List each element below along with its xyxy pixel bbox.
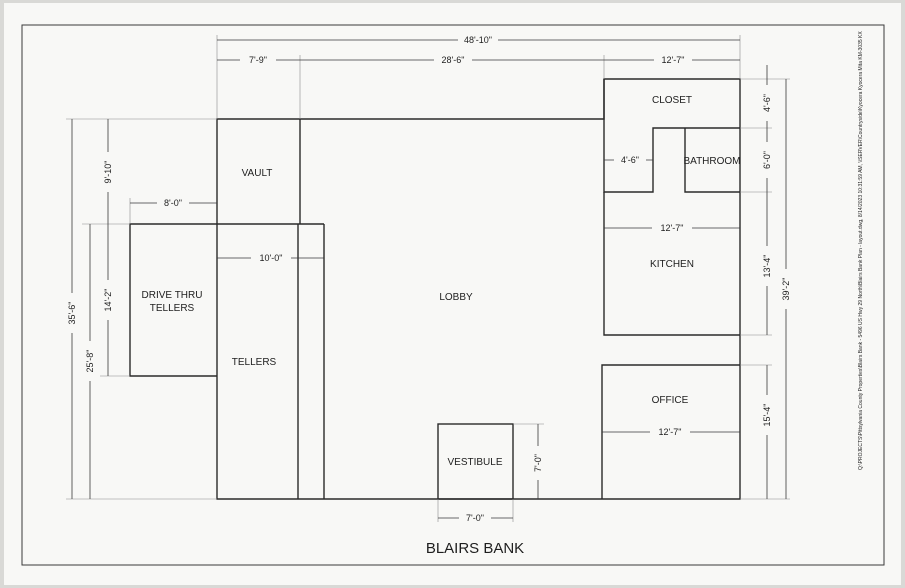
room-lobby: LOBBY xyxy=(439,292,473,303)
kitchen-walls xyxy=(603,192,740,336)
room-office: OFFICE xyxy=(652,395,689,406)
dim-office-width: 12'-7" xyxy=(659,427,682,437)
room-vault: VAULT xyxy=(242,168,273,179)
dim-overall-width: 48'-10" xyxy=(464,35,492,45)
dim-right-width: 12'-7" xyxy=(662,55,685,65)
dim-kitchen-depth: 13'-4" xyxy=(762,255,772,278)
dim-tellers-height: 25'-8" xyxy=(85,350,95,373)
room-vestibule: VESTIBULE xyxy=(447,457,502,468)
room-drive-thru-line1: DRIVE THRU xyxy=(142,290,203,301)
closet-walls xyxy=(603,79,740,193)
dim-kitchen-width: 12'-7" xyxy=(661,223,684,233)
vestibule-walls xyxy=(437,423,514,500)
dim-left-overall-height: 35'-6" xyxy=(67,302,77,325)
dim-right-overall-height: 39'-2" xyxy=(781,278,791,301)
drawing-border xyxy=(21,24,885,566)
room-kitchen: KITCHEN xyxy=(650,259,694,270)
dim-closet-depth: 4'-6" xyxy=(762,94,772,112)
dimension-labels: 48'-10" 7'-9" 28'-6" 12'-7" 8'-0" 10'-0"… xyxy=(64,33,794,523)
file-path-note: Q:\PROJECTS\Pittsylvania County Properti… xyxy=(858,31,864,470)
plan-title: BLAIRS BANK xyxy=(426,540,524,557)
room-bathroom: BATHROOM xyxy=(683,156,740,167)
room-labels: VAULT DRIVE THRU TELLERS TELLERS LOBBY V… xyxy=(142,95,741,468)
dim-bathroom-depth: 6'-0" xyxy=(762,151,772,169)
office-walls xyxy=(601,364,740,499)
bathroom-walls xyxy=(684,128,740,193)
dim-vestibule-width: 7'-0" xyxy=(466,513,484,523)
dim-drive-thru-width: 8'-0" xyxy=(164,198,182,208)
room-drive-thru-line2: TELLERS xyxy=(150,303,195,314)
paper xyxy=(4,3,901,585)
dim-drive-thru-height: 14'-2" xyxy=(103,289,113,312)
dim-closet-width: 4'-6" xyxy=(621,155,639,165)
dim-vestibule-depth: 7'-0" xyxy=(533,454,543,472)
dim-lobby-width: 28'-6" xyxy=(442,55,465,65)
dim-vault-width: 7'-9" xyxy=(249,55,267,65)
dim-vault-depth: 9'-10" xyxy=(103,161,113,184)
dim-office-depth: 15'-4" xyxy=(762,404,772,427)
dim-tellers-width: 10'-0" xyxy=(260,253,283,263)
room-closet: CLOSET xyxy=(652,95,692,106)
drive-thru-walls xyxy=(129,223,217,377)
room-tellers: TELLERS xyxy=(232,357,277,368)
